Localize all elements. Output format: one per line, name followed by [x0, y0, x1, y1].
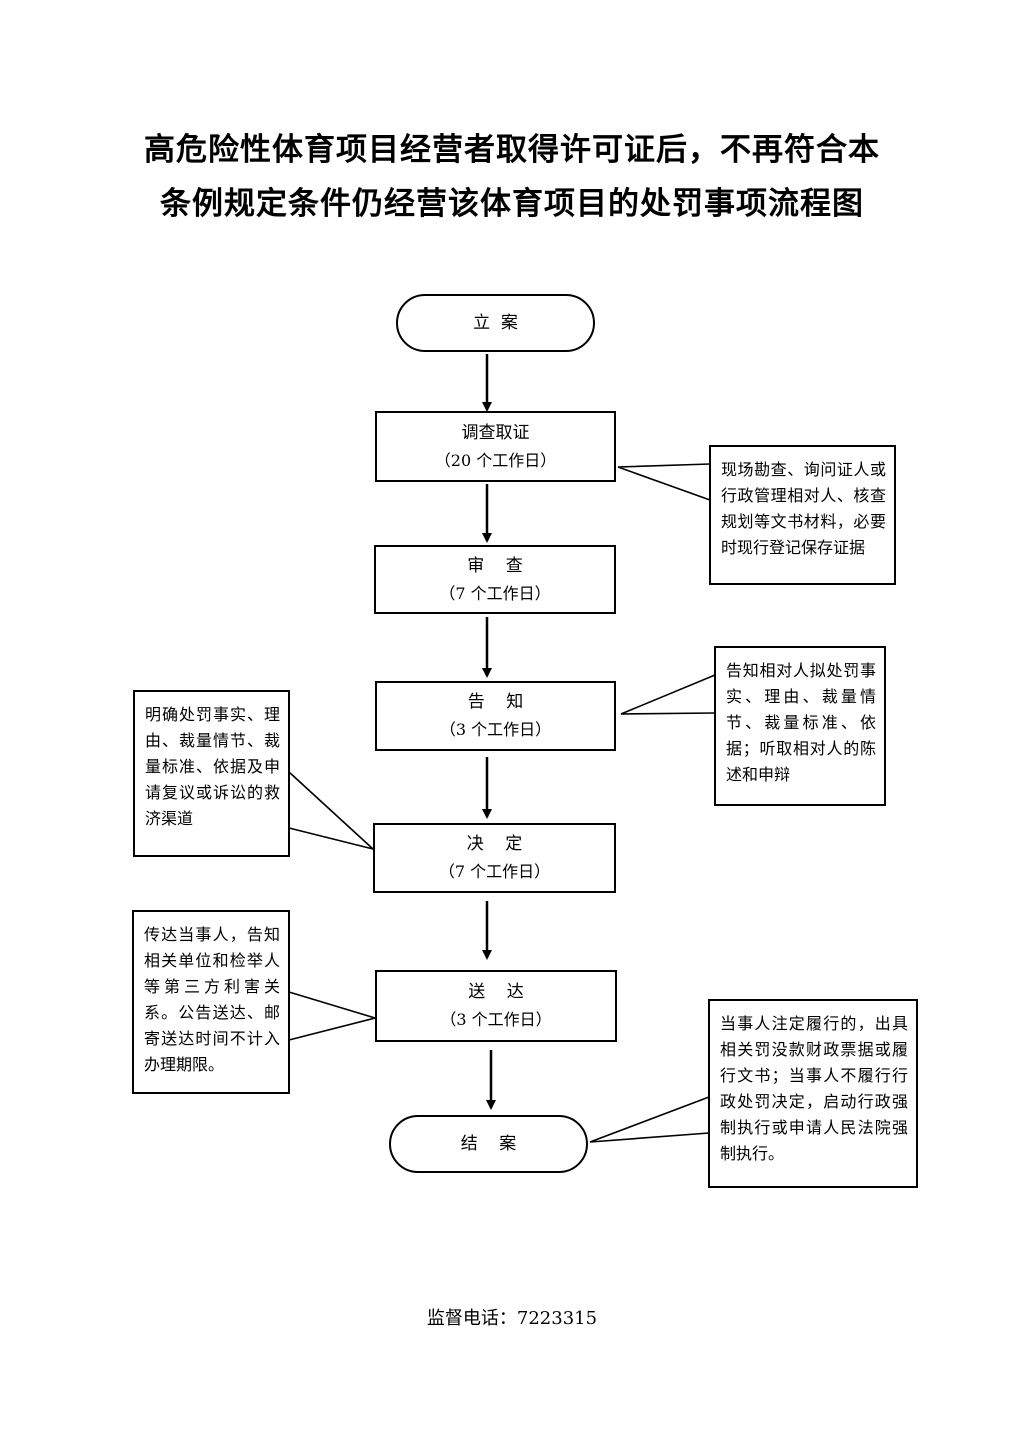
step-decide-duration: （7 个工作日） [438, 862, 551, 881]
step-end-label: 结 案 [460, 1134, 517, 1154]
step-review-label: 审 查 [467, 555, 523, 576]
callout-pointer-end [589, 1096, 710, 1143]
step-review: 审 查 （7 个工作日） [374, 545, 616, 614]
note-investigate: 现场勘查、询问证人或行政管理相对人、核查规划等文书材料，必要时现行登记保存证据 [709, 445, 896, 585]
step-deliver: 送 达 （3 个工作日） [375, 970, 617, 1042]
callout-pointer-deliver [288, 991, 378, 1041]
callout-pointer-decide [288, 771, 374, 850]
step-review-duration: （7 个工作日） [439, 583, 551, 603]
page-title-line-2: 条例规定条件仍经营该体育项目的处罚事项流程图 [160, 186, 864, 222]
note-notify: 告知相对人拟处罚事实、理由、裁量情节、裁量标准、依据；听取相对人的陈述和申辩 [714, 646, 886, 806]
step-investigate-duration: （20 个工作日） [434, 450, 557, 470]
step-decide: 决 定 （7 个工作日） [373, 823, 616, 893]
note-deliver: 传达当事人，告知相关单位和检举人等第三方利害关系。公告送达、邮寄送达时间不计入办… [132, 910, 290, 1094]
note-end: 当事人注定履行的，出具相关罚没款财政票据或履行文书；当事人不履行行政处罚决定，启… [708, 999, 918, 1188]
step-notify-duration: （3 个工作日） [439, 720, 552, 739]
supervision-phone: 监督电话：7223315 [426, 1308, 598, 1329]
step-investigate-label: 调查取证 [461, 422, 530, 443]
page-title-line-1: 高危险性体育项目经营者取得许可证后，不再符合本 [144, 132, 880, 168]
step-end: 结 案 [389, 1115, 588, 1173]
step-deliver-label: 送 达 [468, 982, 524, 1002]
callout-pointer-notify [620, 674, 716, 715]
step-start-label: 立 案 [473, 313, 518, 333]
step-start: 立 案 [396, 294, 595, 352]
step-deliver-duration: （3 个工作日） [440, 1010, 552, 1029]
step-notify: 告 知 （3 个工作日） [375, 681, 616, 751]
step-notify-label: 告 知 [467, 692, 524, 712]
callout-pointer-investigate [617, 463, 711, 501]
note-decide: 明确处罚事实、理由、裁量情节、裁量标准、依据及申请复议或诉讼的救济渠道 [133, 690, 290, 857]
step-investigate: 调查取证 （20 个工作日） [375, 411, 616, 482]
step-decide-label: 决 定 [466, 834, 523, 854]
